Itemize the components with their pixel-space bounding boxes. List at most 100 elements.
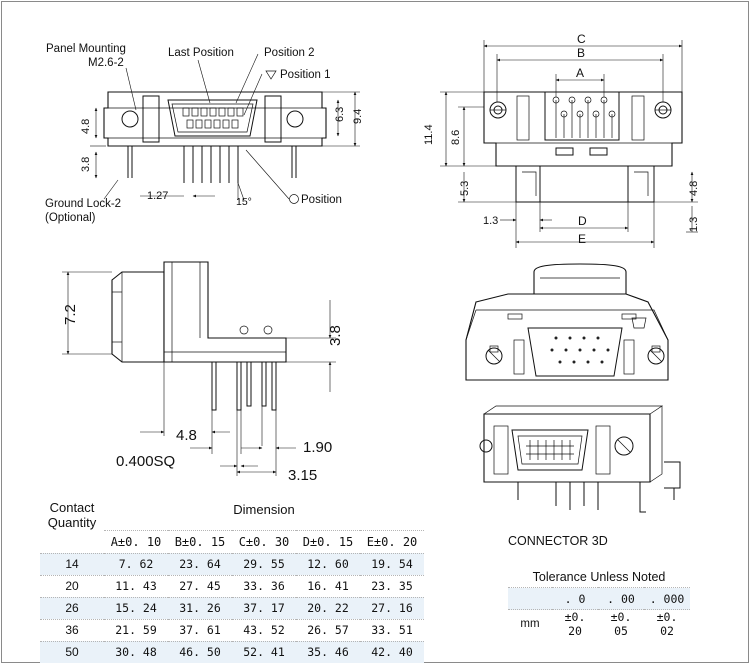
dim-1-27: 1.27 [147, 190, 168, 202]
table-header-dimension: Dimension [233, 502, 295, 517]
label-optional: (Optional) [45, 212, 96, 224]
dim-D: D [578, 214, 587, 228]
tol-val-3: ±0. 02 [644, 609, 690, 638]
label-last-position: Last Position [168, 47, 234, 59]
col-B: B±0. 15 [168, 529, 232, 553]
dim-E: E [578, 232, 586, 246]
row-qty: 36 [40, 618, 104, 641]
row-qty: 50 [40, 640, 104, 663]
pin-face-dots [550, 336, 610, 364]
col-E: E±0. 20 [360, 529, 424, 553]
label-ground-lock: Ground Lock-2 [45, 198, 121, 210]
cell-A: 15. 24 [104, 596, 168, 619]
table-row-columns: A±0. 10 B±0. 15 C±0. 30 D±0. 15 E±0. 20 [40, 529, 424, 553]
table-header-contact: Contact Quantity [40, 500, 104, 530]
tol-unit: mm [508, 609, 552, 638]
cell-E: 42. 40 [360, 640, 424, 663]
cell-D: 26. 57 [296, 618, 360, 641]
dim-A: A [576, 66, 584, 80]
contact-row-top [182, 107, 244, 117]
table-row: 36 21. 59 37. 61 43. 52 26. 57 33. 51 [40, 618, 424, 641]
tol-col-1: . 0 [552, 587, 598, 610]
col-C: C±0. 30 [232, 529, 296, 553]
cell-D: 16. 41 [296, 574, 360, 597]
tolerance-title: Tolerance Unless Noted [532, 569, 666, 584]
dim-4-8-front: 4.8 [80, 119, 92, 134]
dim-0-400sq: 0.400SQ [116, 453, 175, 470]
dim-1-3-left: 1.3 [483, 215, 498, 227]
dim-8-6: 8.6 [450, 130, 462, 145]
dim-4-8-side: 4.8 [176, 427, 197, 444]
connector-3d-bottom [479, 405, 681, 513]
cell-C: 37. 17 [232, 596, 296, 619]
label-position-2: Position 2 [264, 47, 315, 59]
cell-D: 12. 60 [296, 552, 360, 575]
dim-6-3: 6.3 [334, 107, 346, 122]
tol-col-2: . 00 [598, 587, 644, 610]
cell-D: 20. 22 [296, 596, 360, 619]
table-row: 26 15. 24 31. 26 37. 17 20. 22 27. 16 [40, 596, 424, 619]
dim-7-2: 7.2 [62, 304, 79, 325]
row-qty: 20 [40, 574, 104, 597]
cell-A: 11. 43 [104, 574, 168, 597]
dimension-table: Contact Quantity Dimension A±0. 10 B±0. … [40, 500, 424, 663]
dim-3-8-front: 3.8 [80, 157, 92, 172]
front-view [90, 53, 360, 204]
dim-1-90: 1.90 [303, 439, 332, 456]
table-row: 20 11. 43 27. 45 33. 36 16. 41 23. 35 [40, 574, 424, 597]
dim-3-15: 3.15 [288, 467, 317, 484]
connector-3d-label: CONNECTOR 3D [508, 534, 608, 548]
dim-3-8-side: 3.8 [327, 325, 344, 346]
col-A: A±0. 10 [104, 529, 168, 553]
dim-9-4: 9.4 [352, 109, 364, 124]
dim-5-3: 5.3 [459, 181, 471, 196]
header-contact-label: Contact [49, 500, 95, 515]
label-panel-mounting: Panel Mounting [46, 43, 126, 55]
label-m26: M2.6-2 [88, 57, 124, 69]
cell-B: 31. 26 [168, 596, 232, 619]
cell-A: 21. 59 [104, 618, 168, 641]
header-quantity-label: Quantity [47, 515, 97, 530]
receptacle-contacts [526, 440, 574, 460]
table-row: 50 30. 48 46. 50 52. 41 35. 46 42. 40 [40, 640, 424, 663]
cell-E: 27. 16 [360, 596, 424, 619]
table-row: 14 7. 62 23. 64 29. 55 12. 60 19. 54 [40, 552, 424, 575]
cell-E: 23. 35 [360, 574, 424, 597]
label-position-1: Position 1 [280, 69, 331, 81]
side-view [62, 261, 336, 476]
row-qty: 26 [40, 596, 104, 619]
dim-C: C [577, 32, 586, 46]
cell-A: 30. 48 [104, 640, 168, 663]
label-angle-15: 15° [236, 196, 252, 208]
tolerance-table: Tolerance Unless Noted . 0 . 00 . 000 mm… [508, 566, 690, 638]
cell-B: 46. 50 [168, 640, 232, 663]
label-position: Position [301, 194, 342, 206]
cell-C: 29. 55 [232, 552, 296, 575]
cell-C: 33. 36 [232, 574, 296, 597]
tol-val-2: ±0. 05 [598, 609, 644, 638]
dim-B: B [577, 46, 585, 60]
cell-A: 7. 62 [104, 552, 168, 575]
col-D: D±0. 15 [296, 529, 360, 553]
top-view [440, 40, 698, 248]
cell-C: 52. 41 [232, 640, 296, 663]
tolerance-header-row: . 0 . 00 . 000 [508, 587, 690, 610]
dim-11-4: 11.4 [423, 124, 435, 145]
cell-D: 35. 46 [296, 640, 360, 663]
row-qty: 14 [40, 552, 104, 575]
dim-1-3-right: 1.3 [688, 217, 700, 232]
cell-B: 27. 45 [168, 574, 232, 597]
cell-E: 19. 54 [360, 552, 424, 575]
dim-4-8-top: 4.8 [688, 181, 700, 196]
cell-C: 43. 52 [232, 618, 296, 641]
cell-B: 23. 64 [168, 552, 232, 575]
tolerance-value-row: mm ±0. 20 ±0. 05 ±0. 02 [508, 609, 690, 638]
contact-row-bottom [186, 119, 239, 129]
cell-E: 33. 51 [360, 618, 424, 641]
top-view-pins [552, 96, 616, 138]
tol-col-3: . 000 [644, 587, 690, 610]
tol-val-1: ±0. 20 [552, 609, 598, 638]
connector-3d-top [465, 263, 669, 381]
